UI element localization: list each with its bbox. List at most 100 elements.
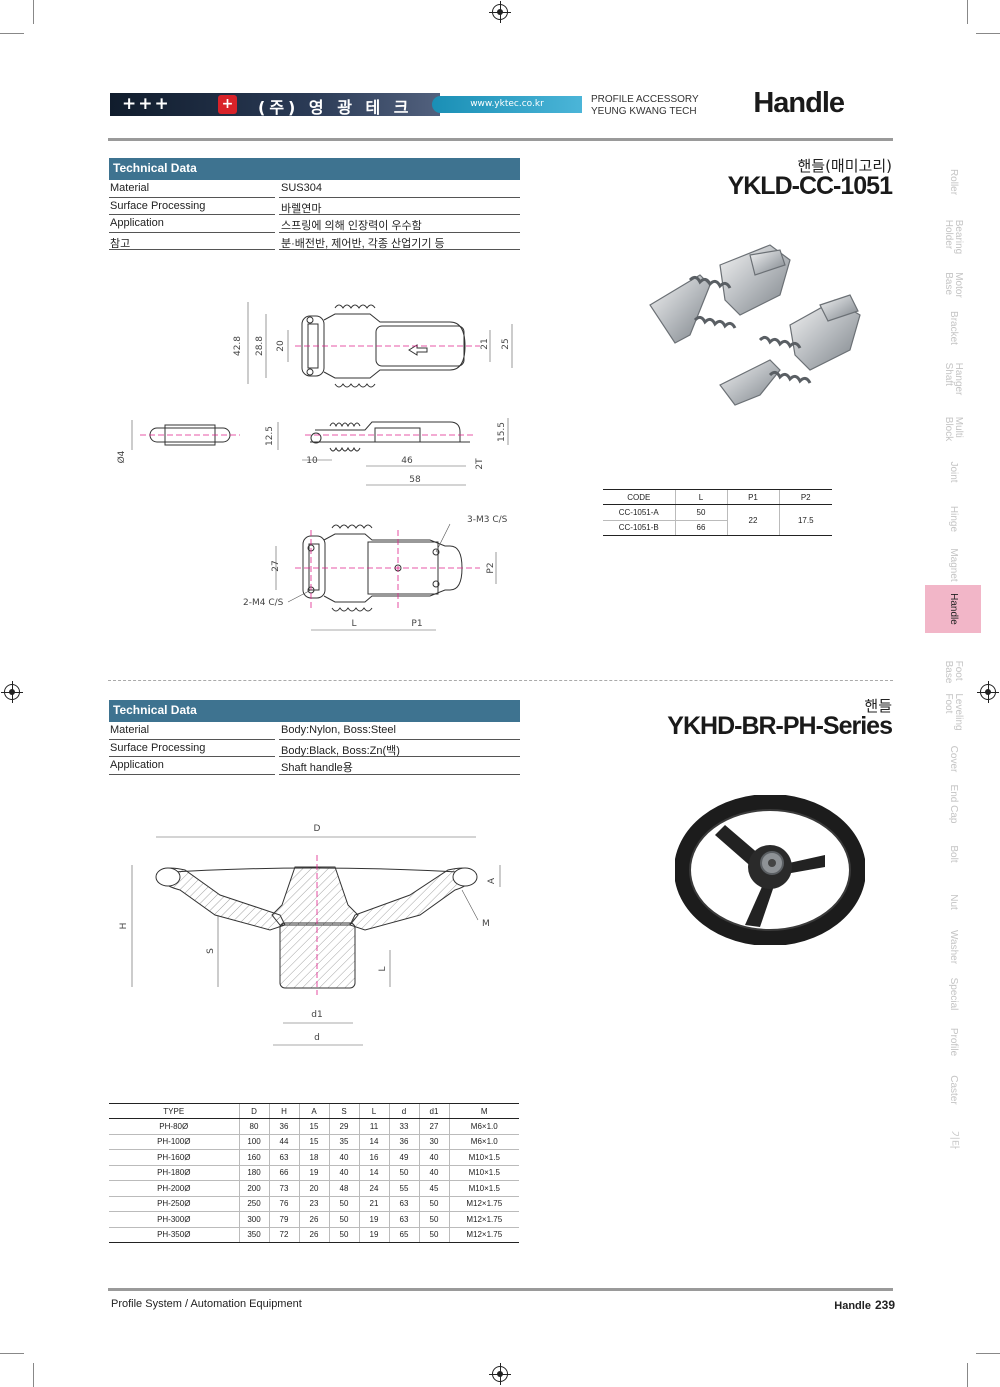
- side-nav-item[interactable]: Special: [925, 972, 981, 1016]
- brand-banner: [110, 93, 440, 116]
- cell: M12×1.75: [448, 1227, 519, 1243]
- cell: 63: [388, 1196, 419, 1212]
- cell: 66: [674, 520, 727, 536]
- side-nav-label: Bolt: [948, 845, 959, 863]
- cell: 50: [328, 1227, 359, 1243]
- crop-mark: [967, 1363, 968, 1387]
- side-nav-item[interactable]: Profile: [925, 1020, 981, 1064]
- accessory-line1: PROFILE ACCESSORY: [591, 94, 699, 105]
- side-nav-item[interactable]: Nut: [925, 880, 981, 924]
- dim-label: 2T: [475, 458, 485, 470]
- cell: PH-250Ø: [109, 1196, 239, 1212]
- side-nav-label: Motor Base: [943, 272, 964, 298]
- cell: 29: [328, 1118, 359, 1135]
- cell: 36: [268, 1118, 299, 1135]
- registration-mark-icon: [489, 1, 511, 23]
- side-nav-label: Nut: [948, 894, 959, 910]
- header-rule: [108, 138, 893, 141]
- code-table: CODE L P1 P2 CC-1051-A 50 22 17.5 CC-105…: [603, 489, 832, 536]
- side-nav-item[interactable]: Hinge: [925, 497, 981, 541]
- side-nav-item[interactable]: Joint: [925, 450, 981, 494]
- side-nav-label: Magnet: [948, 548, 959, 582]
- row-value: 바렐연마: [281, 202, 322, 215]
- cell: 160: [238, 1149, 269, 1166]
- row-label: 참고: [110, 237, 131, 250]
- table-row: CC-1051-B 66: [603, 520, 832, 536]
- handwheel-product-image: [675, 795, 865, 945]
- side-nav-item[interactable]: Handle: [925, 585, 981, 633]
- col-header: L: [358, 1103, 389, 1119]
- cell: 65: [388, 1227, 419, 1243]
- side-nav-item[interactable]: Multi Block: [925, 402, 981, 446]
- cell: 30: [418, 1134, 449, 1150]
- side-nav-item[interactable]: Cover: [925, 737, 981, 781]
- dim-label: S: [206, 948, 216, 954]
- side-nav-item[interactable]: Bolt: [925, 832, 981, 876]
- cell: 63: [268, 1149, 299, 1166]
- cell: 50: [418, 1211, 449, 1228]
- crop-mark: [0, 33, 24, 34]
- side-nav-label: 기타: [948, 1130, 959, 1150]
- dim-label: D: [314, 824, 321, 834]
- cell: PH-180Ø: [109, 1165, 239, 1181]
- registration-mark-icon: [1, 681, 23, 703]
- cell: 50: [418, 1227, 449, 1243]
- col-header: L: [674, 489, 727, 505]
- cell: 50: [418, 1196, 449, 1212]
- row-label: Surface Processing: [110, 199, 206, 212]
- crop-mark: [33, 0, 34, 24]
- side-nav-item[interactable]: Magnet: [925, 543, 981, 587]
- handwheel-section-drawing: D A M H S L d1 d: [119, 824, 501, 1046]
- row-value: 스프링에 의해 인장력이 우수함: [281, 220, 422, 232]
- page-number: 239: [874, 1298, 895, 1312]
- website-link[interactable]: www.yktec.co.kr: [432, 96, 582, 113]
- crop-mark: [976, 1353, 1000, 1354]
- cell: 21: [358, 1196, 389, 1212]
- row-value: Body:Nylon, Boss:Steel: [281, 724, 396, 736]
- product2-subtitle: 핸들: [864, 697, 892, 715]
- crop-mark: [976, 33, 1000, 34]
- brand-bar: +++ + (주) 영 광 테 크 www.yktec.co.kr: [110, 93, 582, 117]
- dim-label: d1: [311, 1010, 322, 1020]
- crop-mark: [33, 1363, 34, 1387]
- side-nav-item[interactable]: Roller: [925, 160, 981, 204]
- cell: 19: [358, 1227, 389, 1243]
- dim-label: 12.5: [265, 426, 275, 446]
- company-name: (주) 영 광 테 크: [258, 98, 413, 117]
- side-nav-item[interactable]: End Cap: [925, 782, 981, 826]
- cell: 79: [268, 1211, 299, 1228]
- cell: 40: [328, 1149, 359, 1166]
- cell: M12×1.75: [448, 1211, 519, 1228]
- cell: 40: [418, 1149, 449, 1166]
- side-nav-item[interactable]: Washer: [925, 925, 981, 969]
- cell: M6×1.0: [448, 1118, 519, 1135]
- cell: 63: [388, 1211, 419, 1228]
- side-nav-item[interactable]: Foot Base: [925, 645, 981, 689]
- col-header: S: [328, 1103, 359, 1119]
- col-header: A: [298, 1103, 329, 1119]
- cell: 76: [268, 1196, 299, 1212]
- side-nav-item[interactable]: Bracket: [925, 306, 981, 350]
- side-nav-item[interactable]: Bearing Holder: [925, 210, 981, 254]
- dim-label: 3-M3 C/S: [467, 515, 508, 525]
- side-nav-item[interactable]: Caster: [925, 1068, 981, 1112]
- dim-label: P2: [486, 562, 496, 573]
- side-nav-item[interactable]: Motor Base: [925, 258, 981, 302]
- dim-label: 2-M4 C/S: [243, 598, 284, 608]
- dim-label: Ø4: [116, 450, 127, 463]
- cell: M6×1.0: [448, 1134, 519, 1150]
- cell: 44: [268, 1134, 299, 1150]
- dim-label: 27: [271, 560, 281, 571]
- side-nav-item[interactable]: 기타: [925, 1118, 981, 1162]
- col-header: d1: [418, 1103, 449, 1119]
- side-nav-item[interactable]: Leveling Foot: [925, 685, 981, 730]
- footer-section: Handle: [834, 1300, 871, 1312]
- cell: 200: [238, 1180, 269, 1197]
- brand-plus-marks: +++: [122, 94, 171, 114]
- side-nav-item[interactable]: Hanger Shaft: [925, 352, 981, 396]
